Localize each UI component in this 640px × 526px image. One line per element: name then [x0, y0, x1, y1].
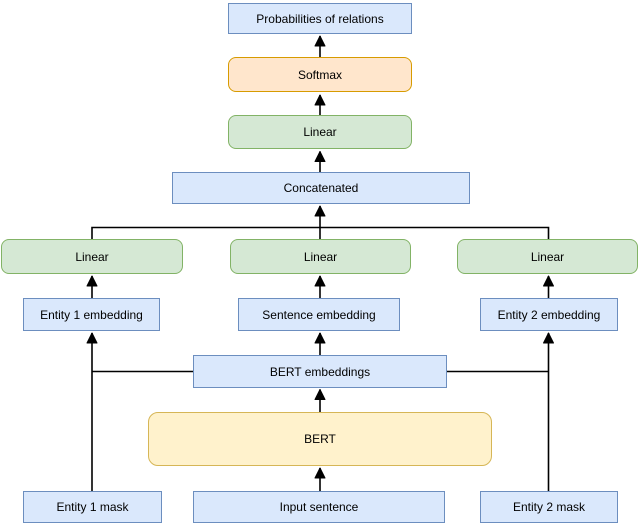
- node-sentence-embedding: Sentence embedding: [238, 298, 400, 331]
- node-entity1-embedding: Entity 1 embedding: [23, 298, 160, 331]
- node-concatenated: Concatenated: [172, 172, 470, 204]
- node-entity1-mask: Entity 1 mask: [23, 491, 162, 523]
- node-input-sentence: Input sentence: [193, 491, 445, 523]
- node-linear-right: Linear: [457, 239, 638, 274]
- node-entity2-mask: Entity 2 mask: [480, 491, 618, 523]
- node-linear-top: Linear: [228, 115, 412, 149]
- node-probabilities-of-relations: Probabilities of relations: [228, 3, 412, 34]
- node-linear-middle: Linear: [230, 239, 411, 274]
- node-linear-left: Linear: [1, 239, 183, 274]
- node-bert-embeddings: BERT embeddings: [193, 355, 447, 388]
- node-entity2-embedding: Entity 2 embedding: [480, 298, 618, 331]
- node-bert: BERT: [148, 412, 492, 466]
- node-softmax: Softmax: [228, 57, 412, 92]
